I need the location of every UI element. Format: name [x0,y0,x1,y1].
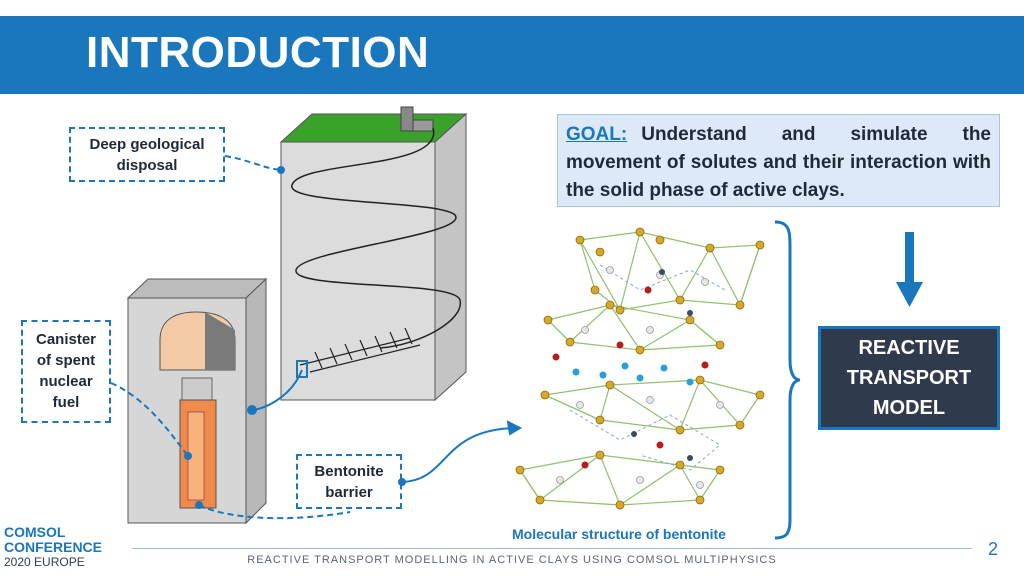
label-line: nuclear [39,373,93,390]
canister-block [126,277,268,525]
logo-year: 2020 [4,555,31,569]
goal-text: Understand and simulate the movement of … [566,124,991,201]
down-arrow-icon [896,232,923,307]
label-line: fuel [52,394,80,411]
goal-label: GOAL: [566,124,628,145]
comsol-conference-logo: COMSOL CONFERENCE 2020 EUROPE [4,525,102,570]
page-number: 2 [988,539,999,559]
logo-region: EUROPE [34,555,85,569]
brace [774,220,801,540]
slide-title: INTRODUCTION [86,28,430,77]
structure-caption: Molecular structure of bentonite [512,526,726,542]
model-line: TRANSPORT [846,367,972,389]
model-line: REACTIVE [858,337,960,359]
bentonite-structure [515,227,765,510]
logo-line2: CONFERENCE [4,539,103,555]
label-line: Deep geological [89,136,205,153]
repository-block [279,106,468,402]
label-line: Bentonite [314,463,384,480]
label-line: barrier [325,484,373,501]
label-canister: Canister of spent nuclear fuel [21,320,111,423]
model-line: MODEL [872,397,946,419]
label-deep-geological-disposal: Deep geological disposal [69,127,225,182]
label-line: Canister [35,331,97,348]
logo-year-region: 2020 EUROPE [4,555,102,570]
reactive-transport-model-box: REACTIVE TRANSPORT MODEL [818,326,1000,430]
label-bentonite-barrier: Bentonite barrier [296,454,402,509]
header-band [0,16,1024,94]
label-line: of spent [36,352,96,369]
footer-divider [132,548,972,549]
connectors [110,155,523,520]
label-line: disposal [116,157,178,174]
goal-box: GOAL:Understand and simulate the movemen… [557,114,1000,207]
logo-line1: COMSOL [4,524,66,540]
footer-title: REACTIVE TRANSPORT MODELLING IN ACTIVE C… [247,554,777,566]
